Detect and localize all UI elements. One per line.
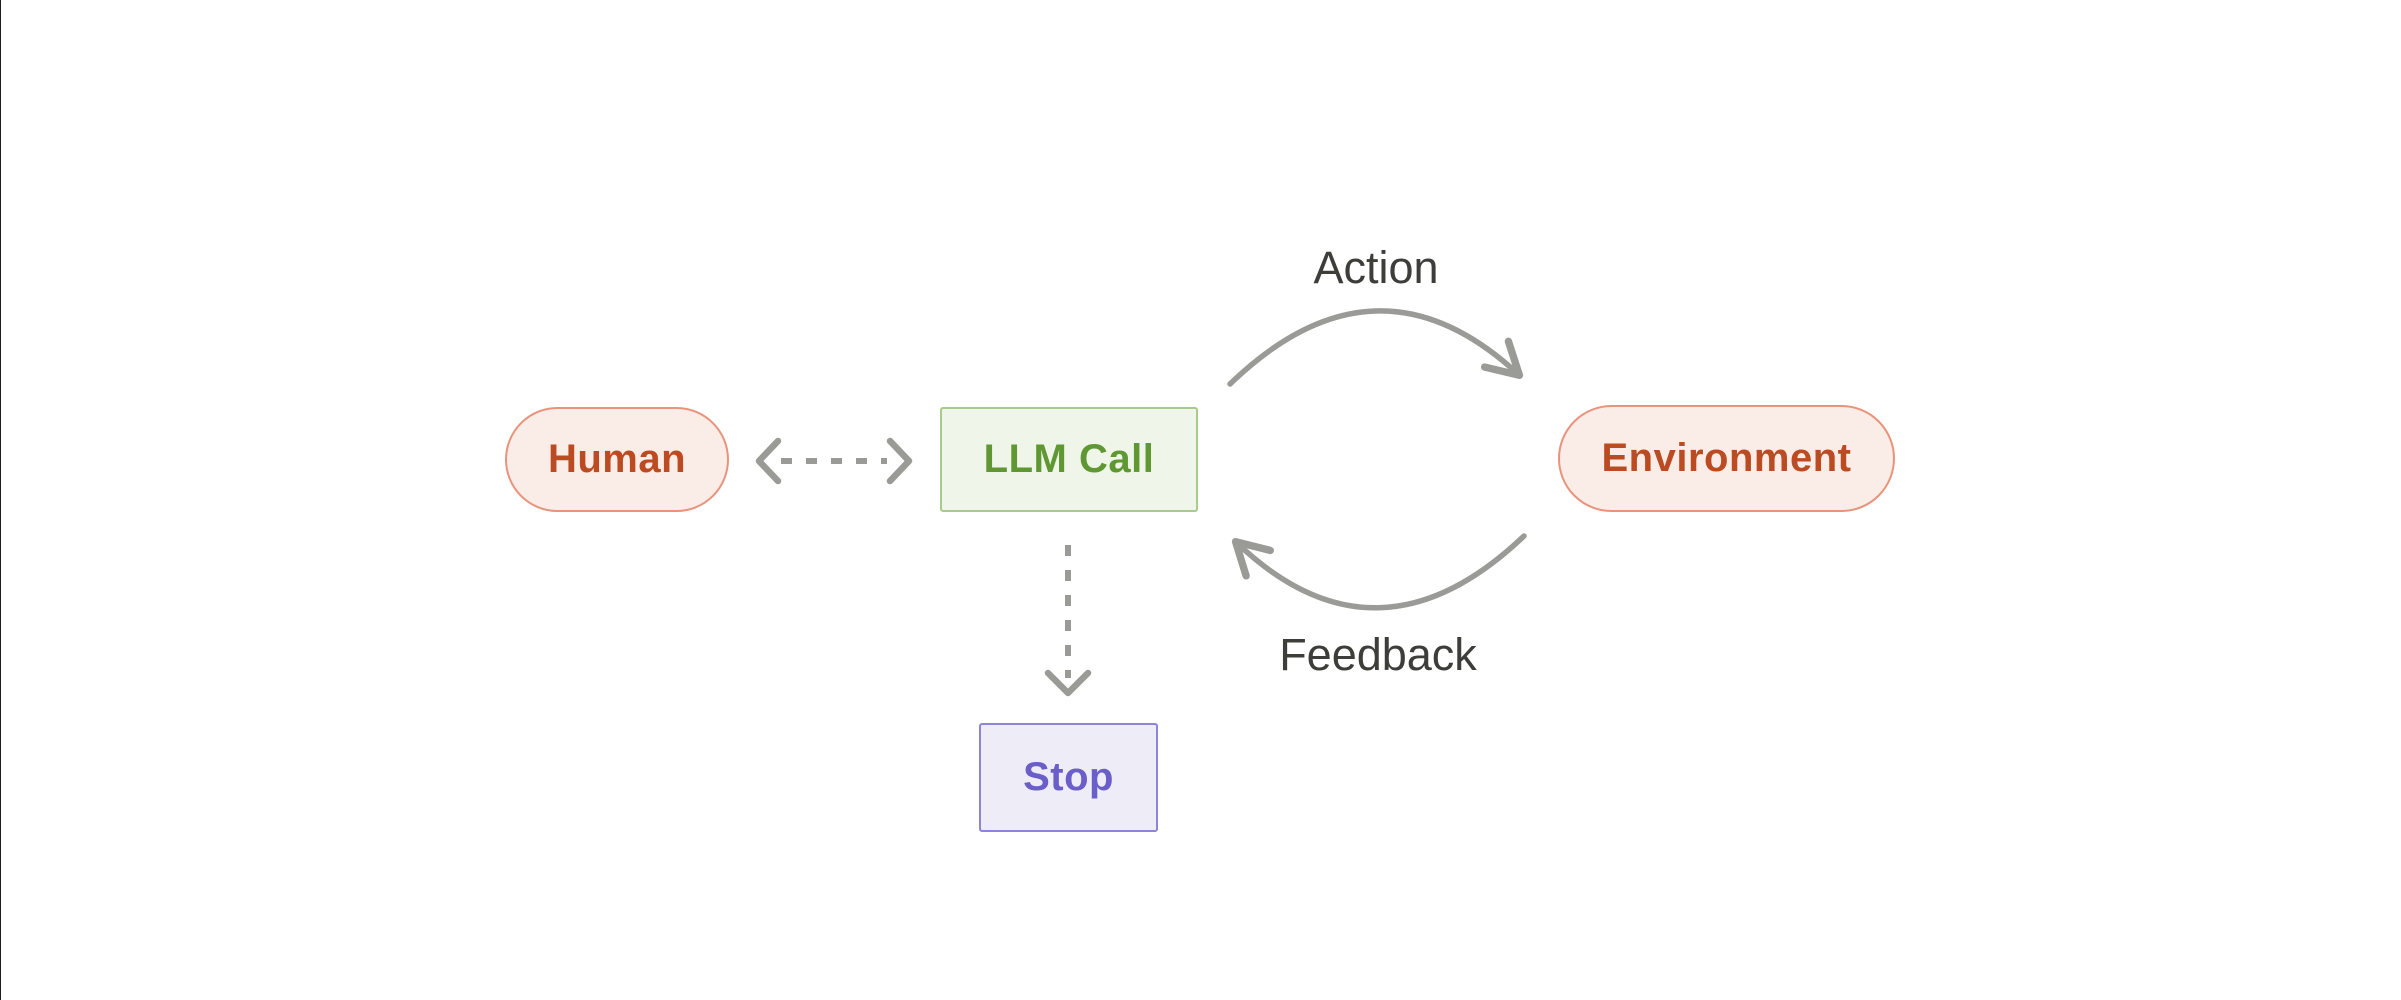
environment-node: Environment xyxy=(1558,405,1895,512)
human-llm-dashed-arrow xyxy=(755,437,913,485)
left-edge-line xyxy=(0,0,1,1000)
feedback-arrow xyxy=(1231,533,1527,611)
action-edge-label: Action xyxy=(1313,242,1439,293)
llm-call-node-label: LLM Call xyxy=(983,437,1155,481)
feedback-edge-label: Feedback xyxy=(1279,629,1477,680)
llm-stop-dashed-arrow xyxy=(1044,545,1092,697)
stop-node-label: Stop xyxy=(1023,755,1114,799)
action-arrow xyxy=(1227,308,1524,387)
environment-node-label: Environment xyxy=(1601,436,1852,480)
llm-call-node: LLM Call xyxy=(940,407,1198,512)
human-node: Human xyxy=(505,407,729,512)
human-node-label: Human xyxy=(547,437,687,481)
stop-node: Stop xyxy=(979,723,1158,832)
